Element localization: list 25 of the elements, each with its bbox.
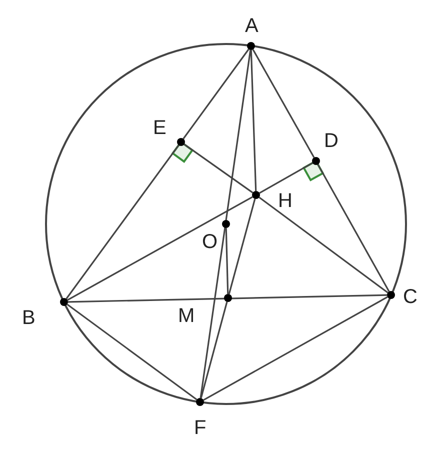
point-label: H <box>278 191 292 211</box>
line-segment <box>200 50 252 398</box>
line-segment <box>68 294 388 303</box>
line-segment <box>66 144 180 300</box>
line-segment <box>182 48 250 140</box>
point-label: M <box>178 306 195 326</box>
point-label: A <box>245 16 258 36</box>
point-label: E <box>153 118 166 138</box>
point-label: F <box>194 418 206 438</box>
point-label: B <box>22 308 36 328</box>
point-label: C <box>403 287 418 307</box>
point-label: O <box>202 232 218 252</box>
line-segment <box>259 162 313 194</box>
point-label: D <box>324 131 338 151</box>
line-segment <box>250 50 257 192</box>
line-segment <box>228 198 256 294</box>
line-segment <box>258 196 388 294</box>
line-segment <box>252 49 315 158</box>
line-segment <box>184 144 254 194</box>
line-segment <box>317 164 390 292</box>
line-segment <box>225 228 229 294</box>
line-segment <box>200 302 228 398</box>
line-segment <box>66 304 198 400</box>
line-segment <box>203 296 388 401</box>
line-segment <box>67 196 253 301</box>
